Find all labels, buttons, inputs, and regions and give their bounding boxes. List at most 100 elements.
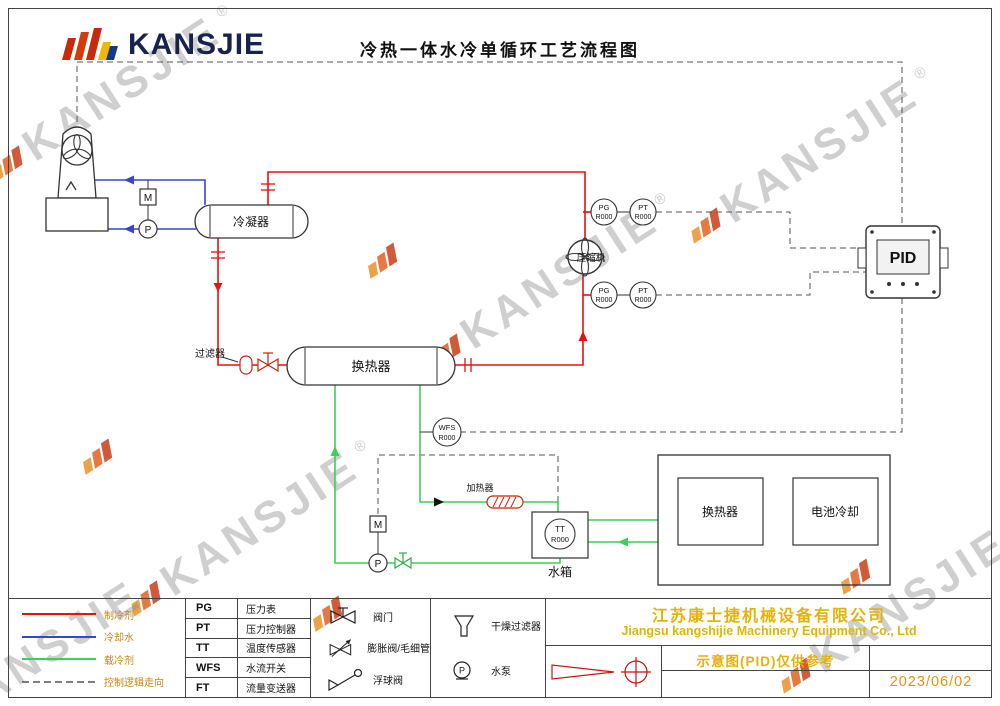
legend-line-types: 制冷剂 冷却水 载冷剂 控制逻辑走向 bbox=[8, 599, 185, 697]
flow-arrow bbox=[578, 331, 588, 341]
pump-p2: P bbox=[368, 553, 388, 573]
logo-text: KANSJIE bbox=[128, 28, 266, 61]
instrument-tag: PT bbox=[638, 203, 648, 212]
instrument-id: R000 bbox=[596, 297, 613, 304]
symbol-row: 浮球阀 bbox=[311, 668, 430, 692]
legend-divider bbox=[430, 599, 431, 697]
expansion-valve-icon bbox=[329, 639, 352, 657]
page-border bbox=[8, 8, 992, 698]
wfs-instrument: WFS R000 bbox=[432, 417, 462, 447]
water-tank: TT R000 水箱 bbox=[531, 511, 589, 579]
flow-arrow bbox=[618, 537, 628, 547]
legend-line-label: 冷却水 bbox=[104, 633, 134, 645]
instrument-tag: PG bbox=[599, 203, 610, 212]
legend-line-row: 冷却水 bbox=[8, 629, 185, 644]
compressor-label: 压缩机 bbox=[577, 252, 606, 264]
abbr: PG bbox=[186, 599, 238, 618]
condenser-label: 冷凝器 bbox=[233, 214, 269, 229]
flow-arrow bbox=[124, 175, 134, 185]
instrument-tag: WFS bbox=[439, 423, 456, 432]
pump-label: P bbox=[375, 559, 382, 570]
symbol-row: 干燥过滤器 bbox=[431, 613, 545, 639]
legend-line-label: 制冷剂 bbox=[104, 610, 134, 622]
motor-m2: M bbox=[369, 515, 387, 533]
abbr: TT bbox=[186, 638, 238, 658]
abbr: PT bbox=[186, 618, 238, 638]
fan-icon bbox=[62, 133, 92, 160]
flow-direction-icon bbox=[551, 657, 651, 687]
abbr-meaning: 温度传感器 bbox=[246, 644, 296, 656]
heater-label: 加热器 bbox=[466, 482, 493, 493]
symbol-row: P 水泵 bbox=[431, 658, 545, 684]
title-block-line bbox=[661, 670, 992, 671]
heater-coil-icon bbox=[492, 496, 517, 508]
legend: 制冷剂 冷却水 载冷剂 控制逻辑走向 PG 压力表 PT 压力 bbox=[8, 598, 992, 697]
legend-line-row: 控制逻辑走向 bbox=[8, 674, 185, 689]
abbreviation-row: WFS 水流开关 bbox=[186, 658, 310, 679]
battery-hx-label: 换热器 bbox=[702, 505, 738, 519]
coolant-lines bbox=[334, 385, 658, 564]
line-sample-coolant bbox=[22, 658, 96, 661]
instrument-tag: PG bbox=[599, 286, 610, 295]
abbr: FT bbox=[186, 678, 238, 697]
company-name-cn: 江苏康士捷机械设备有限公司 bbox=[651, 608, 886, 625]
legend-line-row: 载冷剂 bbox=[8, 652, 185, 667]
title-block-line bbox=[661, 645, 662, 697]
company-name-en: Jiangsu kangshijie Machinery Equipment C… bbox=[621, 624, 917, 638]
battery-cooling-label: 电池冷却 bbox=[811, 505, 859, 519]
compressor: 压缩机 bbox=[565, 237, 606, 277]
pt-instrument-2: PT R000 bbox=[629, 281, 657, 309]
symbol-row: 阀门 bbox=[311, 604, 430, 628]
instrument-id: R000 bbox=[635, 297, 652, 304]
page-title: 冷热一体水冷单循环工艺流程图 bbox=[360, 41, 640, 60]
fan-icon bbox=[565, 237, 605, 277]
filter-symbol bbox=[239, 355, 253, 375]
heat-exchanger: 换热器 bbox=[286, 346, 456, 386]
flow-arrow bbox=[434, 497, 444, 507]
condenser: 冷凝器 bbox=[194, 204, 309, 239]
legend-symbols-2: 干燥过滤器 P 水泵 bbox=[431, 599, 545, 697]
logo-stripes-icon bbox=[62, 28, 118, 60]
instrument-id: R000 bbox=[551, 535, 569, 544]
abbr-meaning: 压力表 bbox=[246, 604, 276, 616]
abbr: WFS bbox=[186, 658, 238, 678]
instrument-id: R000 bbox=[596, 214, 613, 221]
water-tank-label: 水箱 bbox=[548, 564, 572, 579]
motor-label: M bbox=[144, 193, 152, 204]
flow-arrow bbox=[213, 283, 223, 292]
line-sample-refrigerant bbox=[22, 613, 96, 616]
symbol-label: 水泵 bbox=[491, 667, 511, 678]
motor-label: M bbox=[374, 520, 382, 531]
legend-divider bbox=[545, 599, 546, 697]
water-pump-icon: P bbox=[453, 660, 471, 680]
title-block-line bbox=[869, 645, 870, 697]
symbol-label: 浮球阀 bbox=[373, 676, 403, 688]
symbol-row: 膨胀阀/毛细管 bbox=[311, 635, 430, 661]
legend-line-label: 载冷剂 bbox=[104, 655, 134, 667]
expansion-valve-icon bbox=[257, 352, 279, 373]
abbr-meaning: 水流开关 bbox=[246, 664, 286, 676]
process-flow-diagram: 冷凝器 过滤器 换热器 压缩机 bbox=[45, 61, 949, 586]
abbreviation-row: FT 流量变送器 bbox=[186, 678, 310, 697]
symbol-label: 膨胀阀/毛细管 bbox=[367, 644, 430, 656]
abbreviation-row: PT 压力控制器 bbox=[186, 618, 310, 639]
float-valve-icon bbox=[328, 668, 363, 691]
abbr-meaning: 压力控制器 bbox=[246, 624, 296, 636]
abbreviation-row: TT 温度传感器 bbox=[186, 638, 310, 659]
motor-m1: M bbox=[139, 188, 157, 206]
filter-label: 过滤器 bbox=[195, 347, 225, 360]
dry-filter-icon bbox=[453, 614, 475, 637]
heat-exchanger-label: 换热器 bbox=[351, 359, 390, 374]
legend-line-row: 制冷剂 bbox=[8, 607, 185, 622]
pid-display: PID bbox=[890, 250, 917, 267]
control-logic-lines bbox=[76, 61, 903, 514]
instrument-connectors bbox=[147, 180, 630, 554]
pt-instrument-1: PT R000 bbox=[629, 198, 657, 226]
pump-label: P bbox=[145, 225, 152, 236]
instrument-id: R000 bbox=[635, 214, 652, 221]
pid-controller: PID bbox=[857, 225, 949, 299]
heater: 加热器 bbox=[466, 482, 524, 509]
refrigerant-lines bbox=[217, 171, 591, 366]
abbr-meaning: 流量变送器 bbox=[246, 684, 296, 696]
